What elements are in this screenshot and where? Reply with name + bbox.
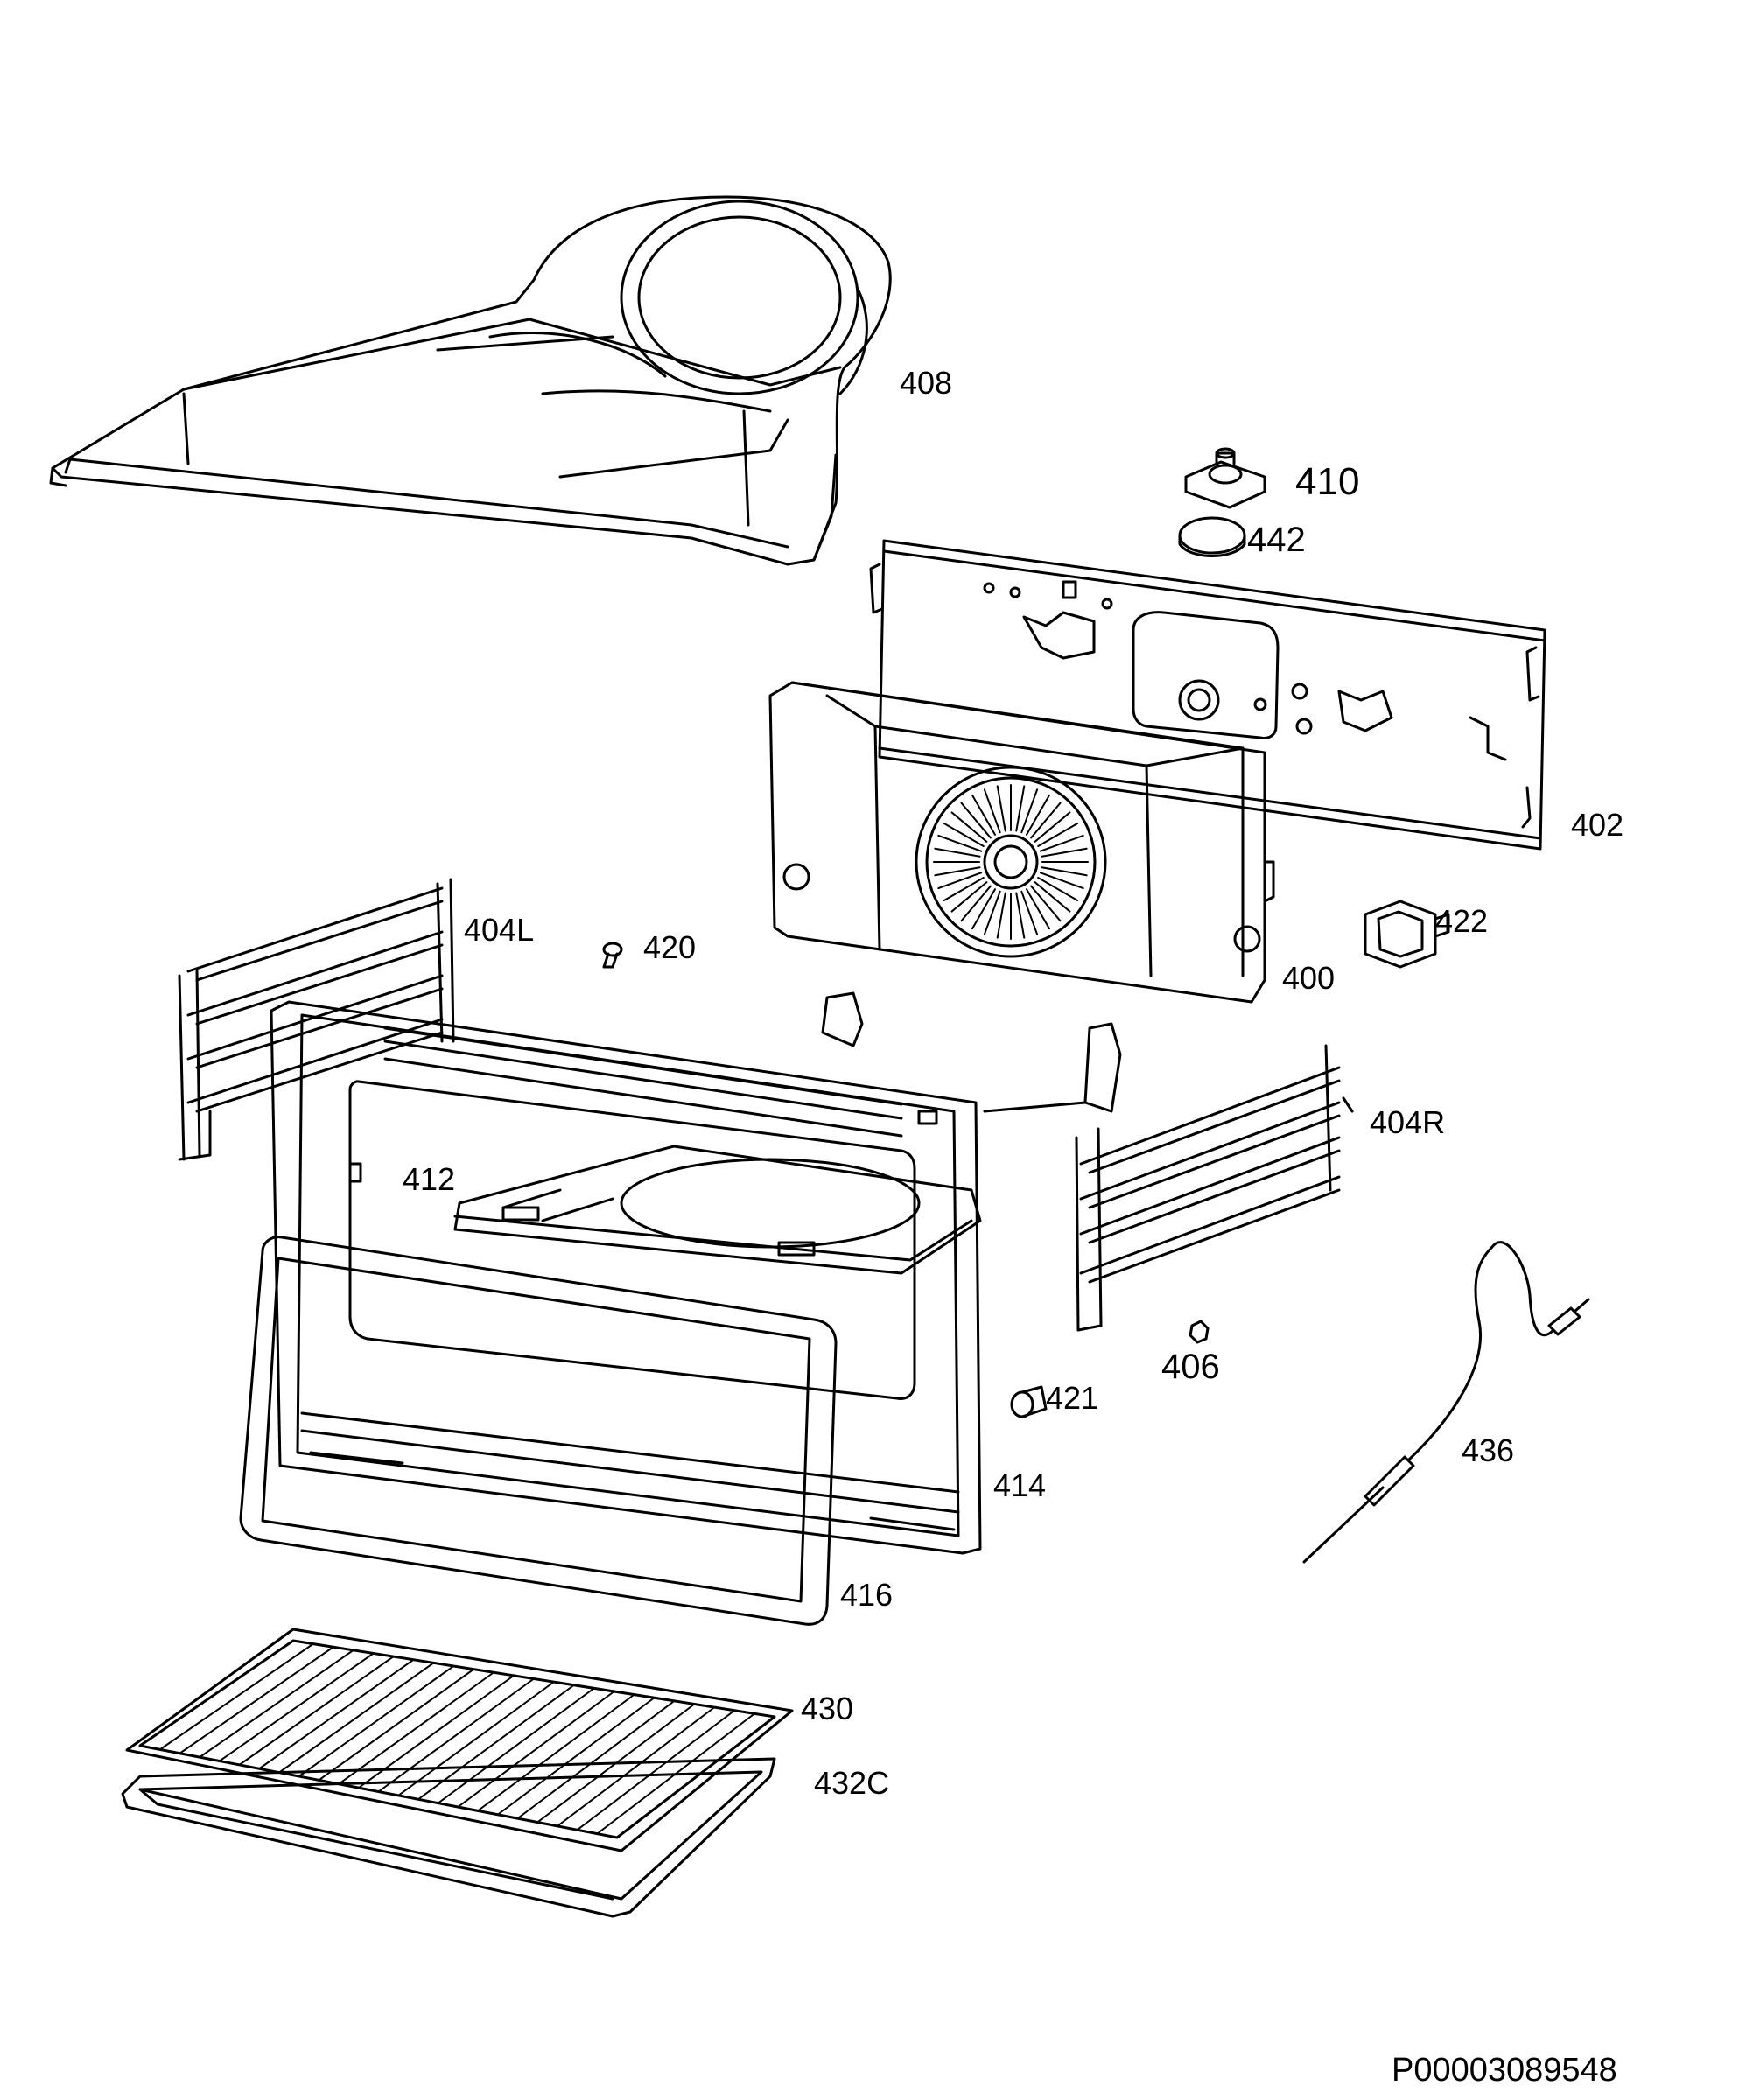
part-406-drawing	[1189, 1320, 1210, 1344]
label-430: 430	[801, 1690, 853, 1726]
label-416: 416	[840, 1577, 893, 1613]
part-408-drawing	[49, 195, 892, 566]
part-420-drawing	[602, 942, 623, 969]
label-410: 410	[1295, 460, 1359, 503]
part-404R-drawing	[821, 991, 1354, 1332]
label-414: 414	[993, 1467, 1046, 1503]
label-421: 421	[1046, 1380, 1098, 1416]
part-412-drawing	[453, 1144, 982, 1275]
part-422-drawing	[1364, 900, 1450, 969]
part-436-drawing	[1302, 1241, 1590, 1564]
label-436: 436	[1462, 1432, 1514, 1468]
label-406: 406	[1161, 1348, 1220, 1386]
shelf-wires	[158, 1642, 756, 1835]
label-422: 422	[1435, 903, 1488, 939]
part-421-drawing	[1010, 1385, 1048, 1418]
fan-slots	[933, 784, 1089, 940]
label-432C: 432C	[814, 1765, 889, 1801]
part-432C-drawing	[121, 1757, 776, 1918]
label-404R: 404R	[1370, 1104, 1445, 1140]
label-408: 408	[900, 365, 952, 401]
label-402: 402	[1571, 807, 1623, 843]
label-420: 420	[643, 929, 696, 965]
part-402-drawing	[869, 539, 1546, 850]
label-412: 412	[403, 1161, 455, 1197]
part-400-drawing	[768, 681, 1275, 1004]
part-442-drawing	[1178, 516, 1246, 557]
label-442: 442	[1247, 521, 1306, 559]
label-400: 400	[1282, 960, 1335, 996]
part-416-drawing	[239, 1236, 838, 1626]
label-404L: 404L	[464, 912, 534, 948]
reference-code: P00003089548	[1392, 2052, 1617, 2089]
part-414-drawing	[270, 1000, 982, 1555]
part-410-drawing	[1184, 447, 1266, 509]
